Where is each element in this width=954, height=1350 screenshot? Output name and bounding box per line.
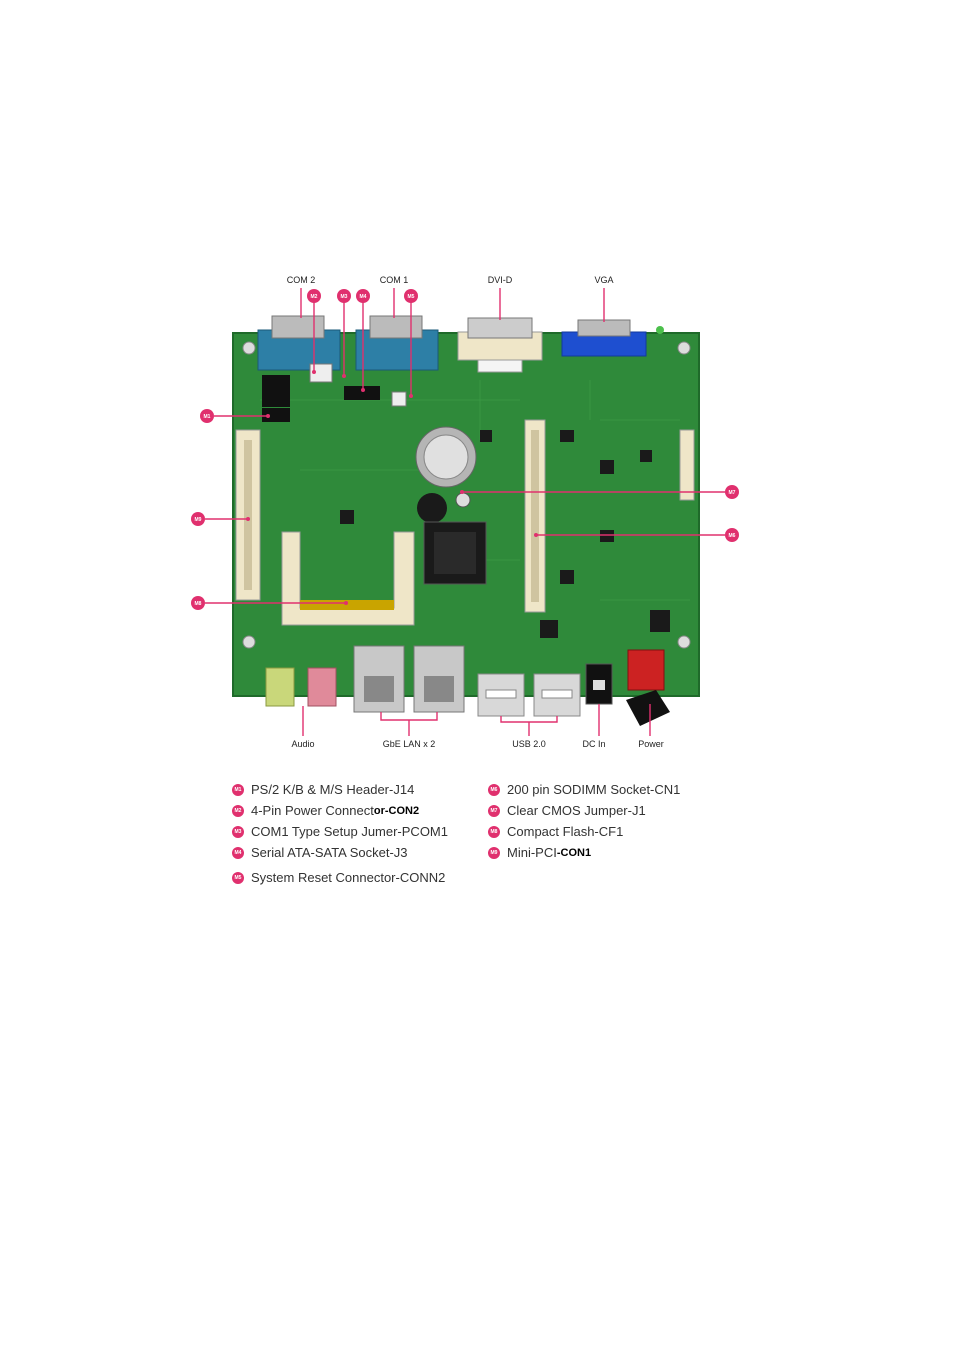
label-com2: COM 2	[287, 275, 316, 285]
mini-pci-slot	[235, 429, 261, 601]
legend-item-m6: M6 200 pin SODIMM Socket-CN1	[488, 782, 680, 797]
svg-text:M6: M6	[729, 533, 736, 539]
legend-text: Clear CMOS Jumper-J1	[507, 803, 646, 818]
reset-connector	[391, 391, 407, 407]
legend-text: COM1 Type Setup Jumer-PCOM1	[251, 824, 448, 839]
marker-bullet: M8	[488, 825, 500, 838]
sodimm-socket	[524, 419, 546, 613]
led-indicator	[656, 326, 664, 334]
legend-text: System Reset Connector-CONN2	[251, 870, 446, 885]
marker-m8: M8	[191, 596, 205, 610]
svg-text:M2: M2	[311, 294, 318, 300]
svg-text:M4: M4	[360, 294, 367, 300]
marker-m6: M6	[725, 528, 739, 542]
legend-suffix: or-CON2	[373, 804, 420, 817]
audio-jack-green	[265, 667, 295, 707]
legend-item-m1: M1 PS/2 K/B & M/S Header-J14	[232, 782, 414, 797]
marker-m4: M4	[356, 289, 370, 303]
legend-item-m9: M9 Mini-PCI -CON1	[488, 845, 591, 860]
marker-m5: M5	[404, 289, 418, 303]
legend-item-m4: M4 Serial ATA-SATA Socket-J3	[232, 845, 408, 860]
marker-bullet: M9	[488, 846, 500, 859]
power-connector	[309, 363, 333, 383]
buzzer	[417, 493, 447, 523]
svg-text:M9: M9	[195, 517, 202, 523]
legend-item-m7: M7 Clear CMOS Jumper-J1	[488, 803, 646, 818]
legend-text: 200 pin SODIMM Socket-CN1	[507, 782, 681, 797]
leader-lines	[205, 288, 725, 736]
legend-text: Mini-PCI	[507, 845, 557, 860]
dvid-port	[457, 317, 543, 373]
com2-port	[257, 315, 341, 371]
marker-m9: M9	[191, 512, 205, 526]
leader-dots	[246, 370, 538, 605]
legend-text: Serial ATA-SATA Socket-J3	[251, 845, 408, 860]
marker-m1: M1	[200, 409, 214, 423]
power-switch	[626, 649, 670, 726]
label-power: Power	[638, 739, 664, 749]
side-connector	[679, 429, 695, 501]
marker-bullet: M2	[232, 804, 244, 817]
svg-text:M7: M7	[729, 490, 736, 496]
marker-bullet: M1	[232, 783, 244, 796]
marker-bullet: M3	[232, 825, 244, 838]
marker-bullet: M4	[232, 846, 244, 859]
label-gbe-lan: GbE LAN x 2	[383, 739, 436, 749]
legend-text: PS/2 K/B & M/S Header-J14	[251, 782, 415, 797]
motherboard-board	[232, 332, 700, 697]
marker-bullet: M7	[488, 804, 500, 817]
legend-suffix: -CON1	[556, 846, 592, 859]
lan-port-1	[353, 645, 405, 713]
label-usb: USB 2.0	[512, 739, 546, 749]
svg-text:M3: M3	[341, 294, 348, 300]
usb-port-2	[533, 673, 581, 717]
legend-item-m2: M2 4-Pin Power Connect or-CON2	[232, 803, 419, 818]
label-dc-in: DC In	[582, 739, 605, 749]
audio-jack-pink	[307, 667, 337, 707]
legend-text: Compact Flash-CF1	[507, 824, 624, 839]
cpu-chip	[423, 521, 487, 585]
cmos-battery	[415, 426, 477, 488]
label-audio: Audio	[291, 739, 314, 749]
legend-text: 4-Pin Power Connect	[251, 803, 374, 818]
label-dvid: DVI-D	[488, 275, 513, 285]
legend-item-m8: M8 Compact Flash-CF1	[488, 824, 623, 839]
label-vga: VGA	[594, 275, 613, 285]
label-com1: COM 1	[380, 275, 409, 285]
svg-text:M5: M5	[408, 294, 415, 300]
marker-m2: M2	[307, 289, 321, 303]
svg-text:M1: M1	[204, 414, 211, 420]
lan-port-2	[413, 645, 465, 713]
com1-port	[355, 315, 439, 371]
sata-socket	[344, 386, 380, 400]
legend: M1 PS/2 K/B & M/S Header-J14 M2 4-Pin Po…	[232, 782, 732, 902]
marker-m7: M7	[725, 485, 739, 499]
legend-item-m5: M5 System Reset Connector-CONN2	[232, 870, 445, 885]
legend-item-m3: M3 COM1 Type Setup Jumer-PCOM1	[232, 824, 448, 839]
header-block	[262, 375, 290, 407]
marker-bullet: M6	[488, 783, 500, 796]
clear-cmos-jumper	[455, 492, 471, 508]
misc-chips	[340, 430, 670, 638]
svg-text:M8: M8	[195, 601, 202, 607]
marker-m3: M3	[337, 289, 351, 303]
marker-bullet: M5	[232, 871, 244, 884]
compact-flash-slot	[281, 531, 415, 626]
usb-port-1	[477, 673, 525, 717]
ps2-header	[262, 408, 290, 422]
vga-port	[561, 319, 647, 357]
